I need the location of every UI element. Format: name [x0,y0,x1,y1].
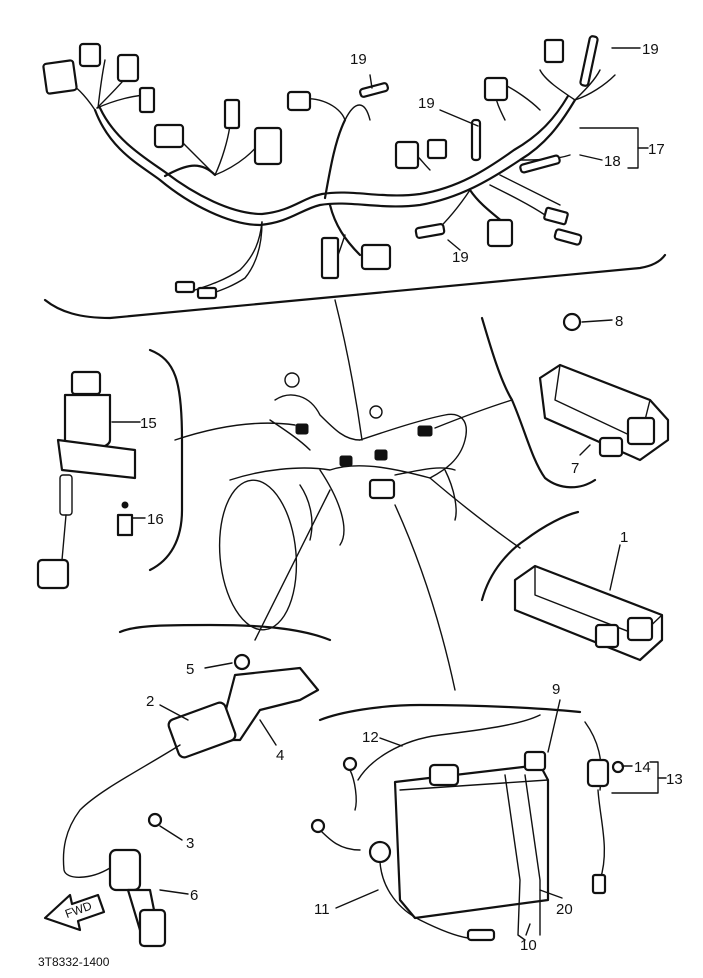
callout-17: 17 [579,127,665,169]
part-code: 3T8332-1400 [38,955,110,969]
svg-text:20: 20 [556,901,573,918]
svg-text:19: 19 [350,51,367,68]
cdi-unit [480,510,664,662]
svg-text:15: 15 [140,415,157,432]
svg-text:11: 11 [314,901,330,918]
svg-text:19: 19 [452,249,469,266]
callout-4: 4 [259,719,284,764]
svg-text:3: 3 [186,835,194,852]
callout-20: 20 [539,889,573,918]
svg-text:1: 1 [620,529,628,546]
callout-12: 12 [362,729,403,747]
battery-assembly [310,703,625,942]
callout-15: 15 [111,415,157,432]
callout-16: 16 [132,511,164,528]
ignition-coil [62,623,332,948]
svg-text:18: 18 [604,153,621,170]
callout-7: 7 [571,444,591,477]
main-switch [36,348,184,590]
svg-text:5: 5 [186,661,194,678]
svg-text:2: 2 [146,693,154,710]
callout-3: 3 [159,825,194,852]
callout-19b: 19 [418,95,479,127]
callout-10: 10 [520,923,537,954]
svg-text:4: 4 [276,747,284,764]
callout-11: 11 [314,889,379,918]
callout-9: 9 [547,681,561,753]
svg-text:12: 12 [362,729,379,746]
callout-6: 6 [159,887,198,904]
callout-18: 18 [579,153,621,170]
callout-19c: 19 [611,41,659,58]
svg-text:8: 8 [615,313,623,330]
callout-19d: 19 [447,239,469,266]
svg-text:9: 9 [552,681,560,698]
wire-harness [42,35,667,320]
svg-text:19: 19 [642,41,659,58]
motorcycle-outline [218,372,467,631]
svg-text:10: 10 [520,937,537,954]
callout-19a: 19 [350,51,373,89]
callout-1: 1 [609,529,628,591]
rectifier-regulator [480,312,670,489]
callout-14: 14 [621,759,651,776]
callout-8: 8 [581,313,623,330]
svg-text:19: 19 [418,95,435,112]
callout-13: 13 [611,761,683,794]
callout-2: 2 [146,693,189,721]
callout-5: 5 [186,661,233,678]
svg-text:6: 6 [190,887,198,904]
leader-lines [174,299,521,691]
svg-text:7: 7 [571,460,579,477]
svg-text:16: 16 [147,511,164,528]
fwd-arrow-icon: FWD [43,893,106,932]
svg-text:17: 17 [648,141,665,158]
svg-text:13: 13 [666,771,683,788]
svg-text:14: 14 [634,759,651,776]
